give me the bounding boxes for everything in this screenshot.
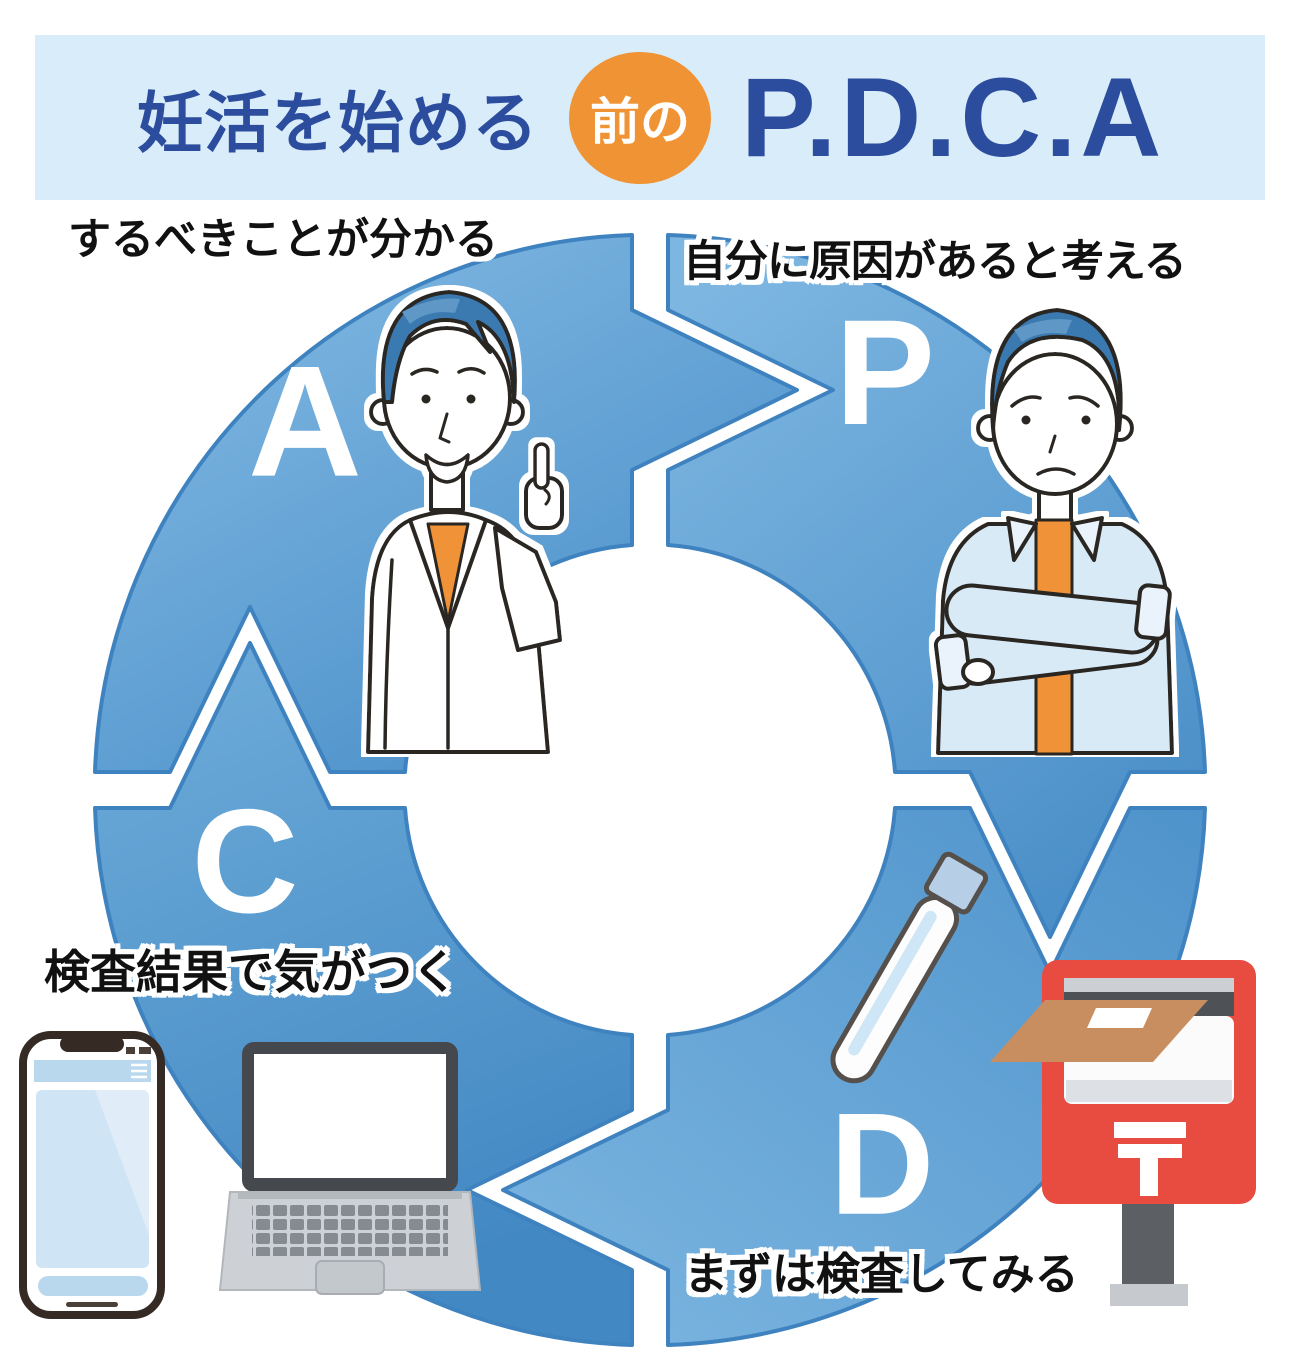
worried-eyebrows <box>1010 395 1100 408</box>
laptop-icon <box>218 1042 482 1295</box>
home-indicator <box>66 1302 118 1307</box>
phone-pill-button <box>38 1276 148 1296</box>
postbox-icon <box>990 960 1256 1306</box>
postbox-base <box>1110 1284 1188 1306</box>
laptop-screen <box>254 1054 446 1178</box>
title-prefix: 妊活を始める <box>137 85 539 160</box>
smartphone-icon <box>19 1031 165 1319</box>
test-tube-icon <box>830 851 989 1084</box>
worried-man-illustration <box>933 308 1174 756</box>
hamburger-icon <box>131 1063 147 1079</box>
postbox-pole <box>1122 1195 1174 1290</box>
postal-mark <box>1114 1122 1186 1196</box>
step-letter-do: D <box>829 1082 935 1245</box>
doctor-smile <box>424 453 470 484</box>
header-banner: 妊活を始める 前の P.D.C.A <box>35 35 1265 200</box>
phone-content <box>36 1090 149 1268</box>
step-letter-plan: P <box>834 288 936 456</box>
step-label-do: まずは検査してみる <box>684 1250 1079 1299</box>
step-letter-check: C <box>191 779 299 945</box>
envelope-icon <box>990 1000 1208 1062</box>
laptop-trackpad <box>315 1260 385 1295</box>
man-face <box>991 352 1119 496</box>
title-badge-text: 前の <box>590 93 690 150</box>
sad-mouth <box>1036 467 1076 476</box>
step-letter-act: A <box>247 333 363 510</box>
title-badge-circle: 前の <box>569 51 711 184</box>
title-acronym: P.D.C.A <box>741 55 1166 180</box>
phone-notch <box>60 1036 124 1052</box>
step-label-act: するべきことが分かる <box>68 216 498 264</box>
laptop-keyboard <box>252 1203 448 1256</box>
phone-header-bar <box>34 1060 151 1082</box>
step-label-check: 検査結果で気がつく <box>44 946 458 998</box>
doctor-illustration <box>366 290 564 754</box>
segment-p <box>666 233 1207 939</box>
step-label-plan: 自分に原因があると考える <box>683 238 1187 286</box>
